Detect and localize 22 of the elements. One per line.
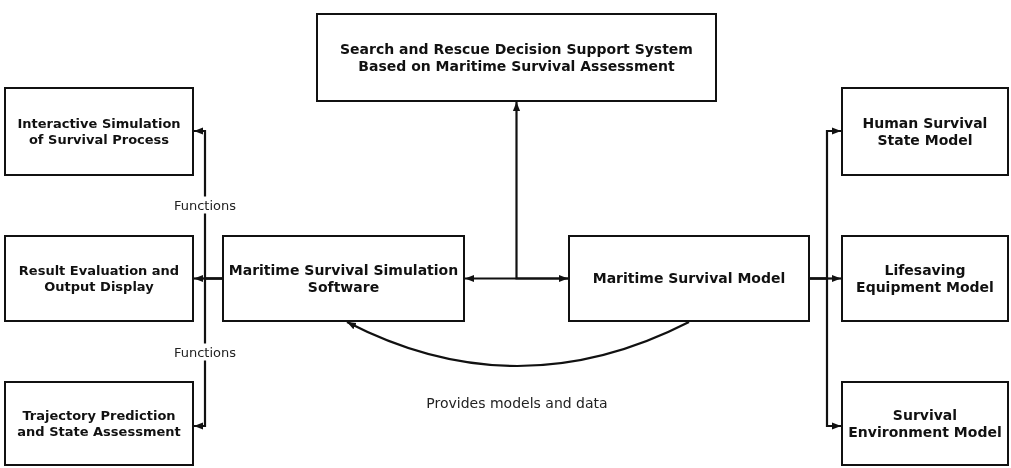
process-box (222, 235, 465, 322)
process-box (841, 87, 1009, 176)
arrow (194, 277, 222, 430)
arrow (346, 321, 690, 368)
process-box (841, 235, 1009, 322)
box-label: Result Evaluation and Output Display (17, 262, 181, 295)
arrow (512, 102, 568, 280)
box-label: Search and Rescue Decision Support System Based on Maritime Survival Assessment (339, 40, 694, 75)
box-label: Maritime Survival Simulation Software (227, 261, 460, 296)
box-label: Trajectory Prediction and State Assessment (16, 407, 182, 440)
process-box (4, 87, 194, 176)
process-box (316, 13, 717, 102)
process-box (568, 235, 810, 322)
box-label: Human Survival State Model (861, 114, 989, 149)
process-box (841, 381, 1009, 466)
arrow (810, 277, 841, 430)
box-label: Lifesaving Equipment Model (855, 261, 995, 296)
process-box (4, 235, 194, 322)
box-label: Maritime Survival Model (592, 270, 786, 287)
box-label: Interactive Simulation of Survival Process (16, 115, 182, 148)
process-box (4, 381, 194, 466)
box-label: Survival Environment Model (847, 406, 1003, 441)
